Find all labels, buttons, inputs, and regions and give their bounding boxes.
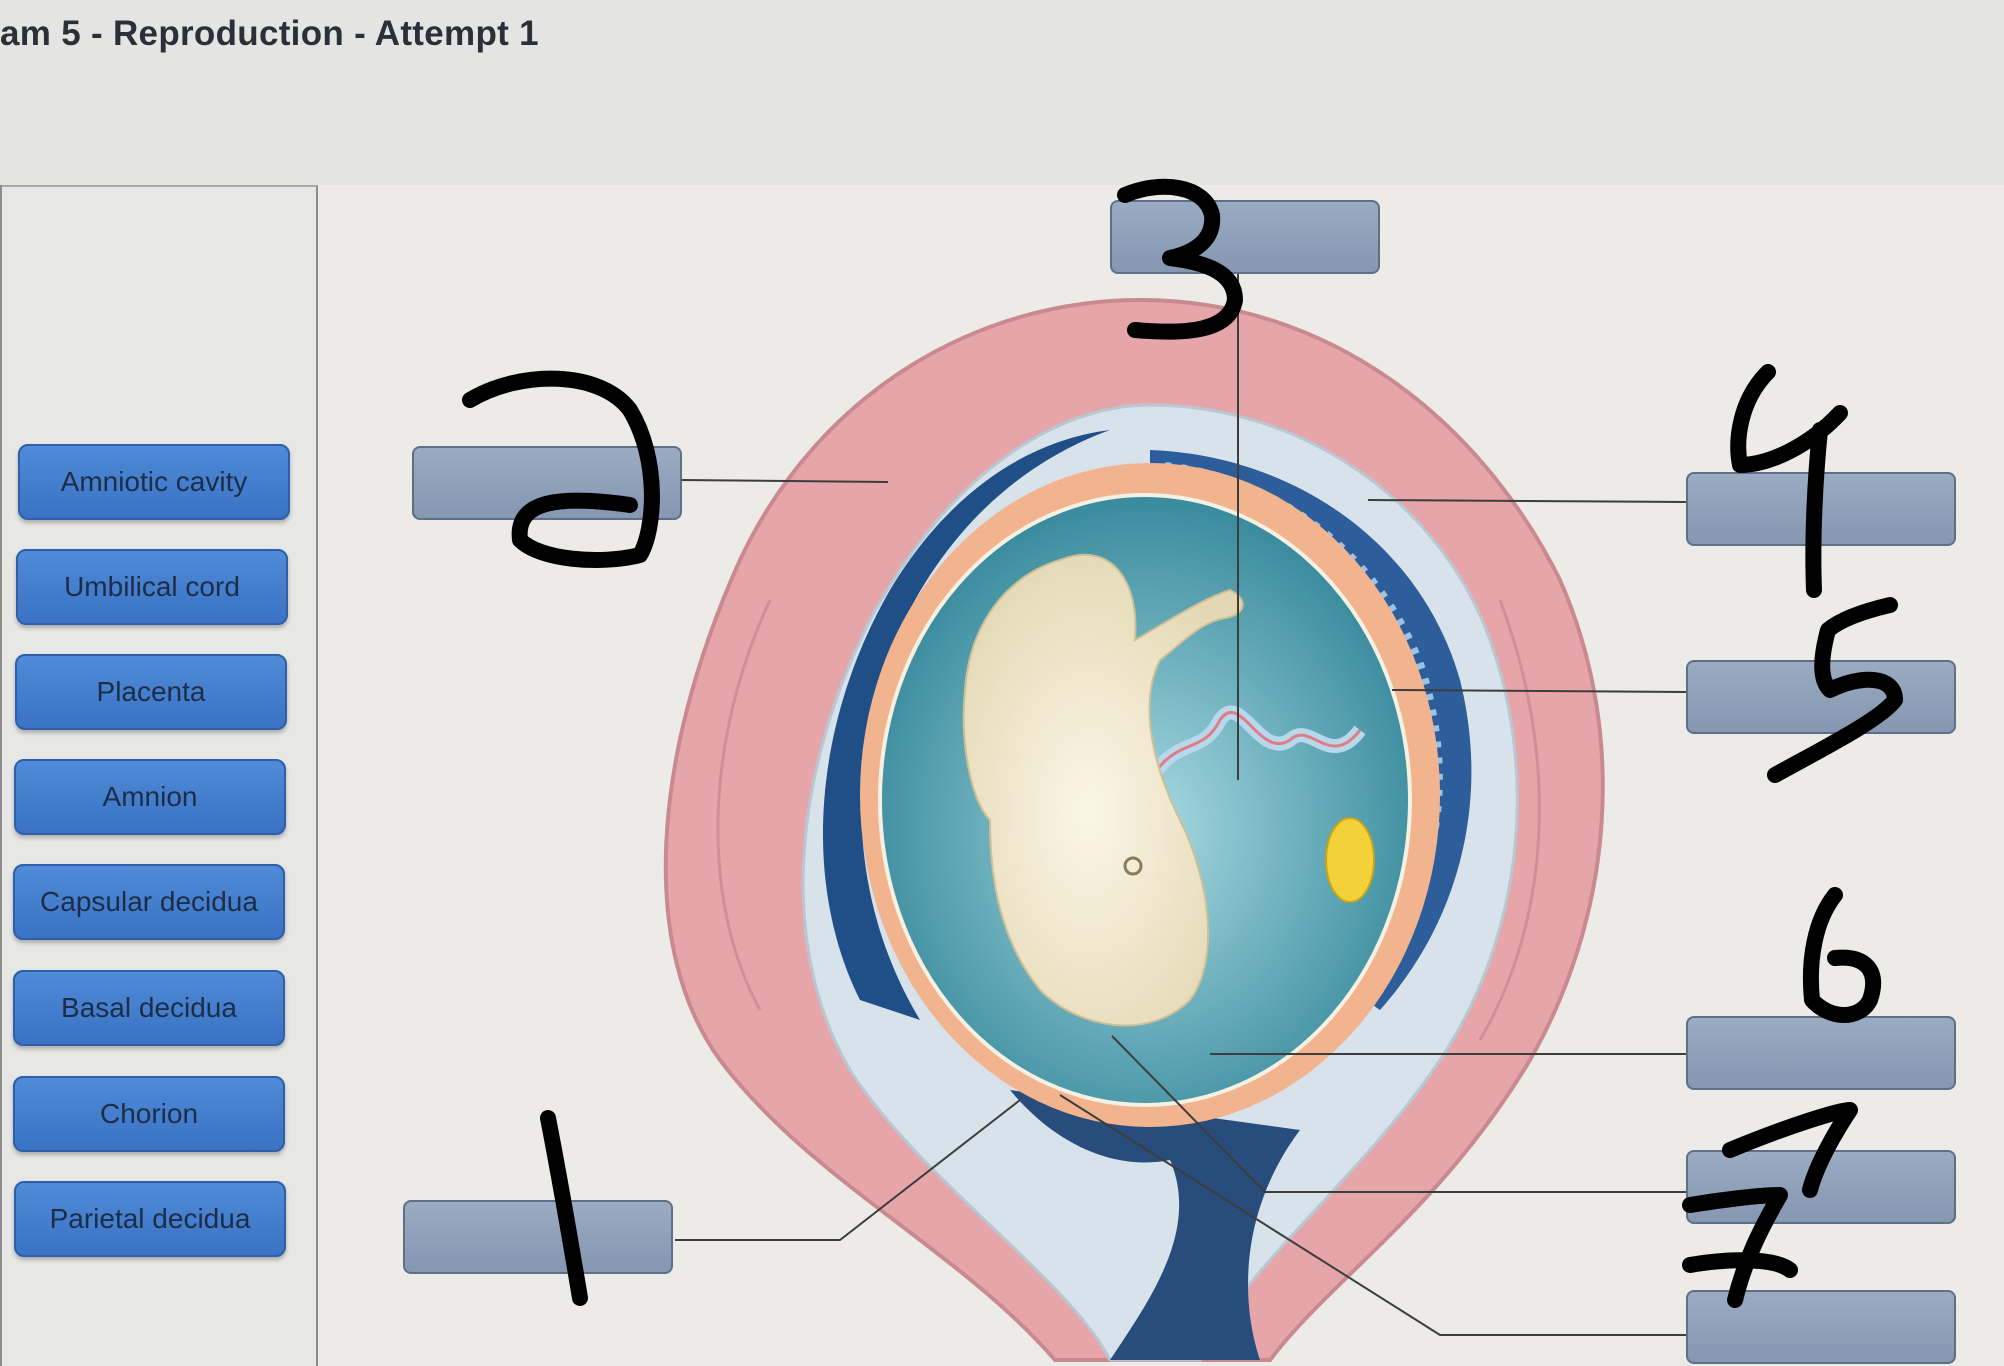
handwritten-number-7 xyxy=(1690,1110,1850,1300)
handwritten-number-1 xyxy=(548,1118,580,1298)
handwritten-number-6 xyxy=(1811,895,1873,1015)
handwritten-number-3 xyxy=(1125,187,1235,332)
handwritten-number-2 xyxy=(470,379,652,560)
handwritten-number-5 xyxy=(1775,605,1895,775)
handwritten-number-4 xyxy=(1738,372,1840,590)
